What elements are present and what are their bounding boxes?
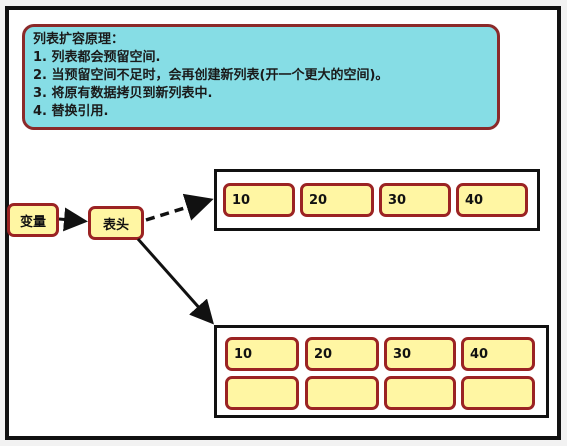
new-list-cell-2: 20 <box>305 337 379 371</box>
new-list-empty-cell-3 <box>384 376 456 410</box>
old-list-cell-2: 20 <box>300 183 374 217</box>
new-list-empty-cell-2 <box>305 376 379 410</box>
header-to-old-list-arrow <box>145 193 214 222</box>
old-list-cell-4: 40 <box>456 183 528 217</box>
new-list-empty-cell-1 <box>225 376 299 410</box>
new-list-cell-3: 30 <box>384 337 456 371</box>
variable-node: 变量 <box>7 203 59 237</box>
note-line-1: 1. 列表都会预留空间. <box>33 50 161 65</box>
note-line-2: 2. 当预留空间不足时，会再创建新列表(开一个更大的空间)。 <box>33 68 389 83</box>
new-list-cell-1: 10 <box>225 337 299 371</box>
note-line-3: 3. 将原有数据拷贝到新列表中. <box>33 86 213 101</box>
header-to-new-list-arrow <box>136 238 214 325</box>
old-list-cell-1: 10 <box>223 183 295 217</box>
header-node: 表头 <box>88 206 144 240</box>
old-list-cell-3: 30 <box>379 183 451 217</box>
new-list-cell-4: 40 <box>461 337 535 371</box>
new-list-empty-cell-4 <box>461 376 535 410</box>
explanation-note: 列表扩容原理： 1. 列表都会预留空间. 2. 当预留空间不足时，会再创建新列表… <box>22 24 500 130</box>
variable-to-header-arrow <box>58 207 88 232</box>
note-title: 列表扩容原理： <box>33 32 125 47</box>
note-line-4: 4. 替换引用. <box>33 104 109 119</box>
